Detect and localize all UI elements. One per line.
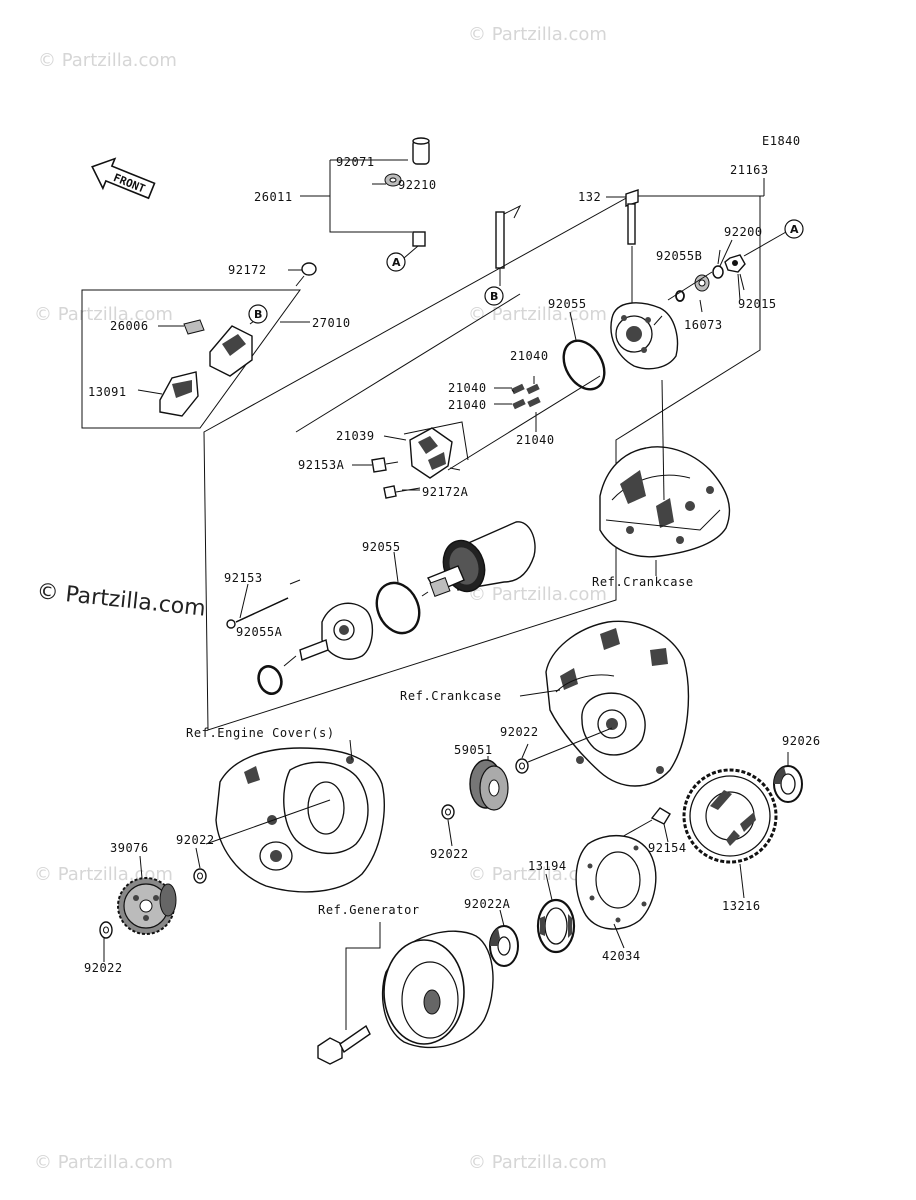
- label-92055b: 92055B: [656, 249, 702, 263]
- callout-b-cable: B: [484, 286, 504, 306]
- label-132: 132: [578, 190, 601, 204]
- ref-crankcase-top: Ref.Crankcase: [592, 575, 694, 589]
- label-92055-mid: 92055: [362, 540, 401, 554]
- label-26011: 26011: [254, 190, 293, 204]
- watermark-faint: © Partzilla.com: [468, 1152, 607, 1173]
- label-92022-a: 92022: [500, 725, 539, 739]
- label-21040-c: 21040: [448, 398, 487, 412]
- label-92172: 92172: [228, 263, 267, 277]
- label-92022-d: 92022: [84, 961, 123, 975]
- label-26006: 26006: [110, 319, 149, 333]
- watermark-faint: © Partzilla.com: [468, 584, 607, 605]
- label-92022-c: 92022: [176, 833, 215, 847]
- generator-rotor: [317, 922, 494, 1065]
- label-13194: 13194: [528, 859, 567, 873]
- crankcase-ref-mid: [519, 620, 690, 787]
- svg-text:B: B: [490, 290, 498, 303]
- label-92153a: 92153A: [298, 458, 345, 472]
- label-92015: 92015: [738, 297, 777, 311]
- lower-gear-train: [99, 727, 803, 967]
- watermark: © Partzilla.com: [35, 579, 206, 622]
- label-92022-b: 92022: [430, 847, 469, 861]
- ref-crankcase-mid: Ref.Crankcase: [400, 689, 502, 703]
- callout-a-cable: A: [386, 252, 406, 272]
- label-92022a: 92022A: [464, 897, 511, 911]
- watermark-faint: © Partzilla.com: [468, 24, 607, 45]
- label-92071: 92071: [336, 155, 375, 169]
- label-92200: 92200: [724, 225, 763, 239]
- watermark-faint: © Partzilla.com: [34, 304, 173, 325]
- label-21040-d: 21040: [516, 433, 555, 447]
- watermark-faint: © Partzilla.com: [38, 50, 177, 71]
- callout-a-cover: A: [784, 219, 804, 239]
- ref-generator: Ref.Generator: [318, 903, 420, 917]
- watermark-faint: © Partzilla.com: [468, 304, 607, 325]
- starter-cable-group: [300, 137, 522, 286]
- label-27010: 27010: [312, 316, 351, 330]
- svg-text:B: B: [254, 308, 262, 321]
- label-92210: 92210: [398, 178, 437, 192]
- label-13216: 13216: [722, 899, 761, 913]
- ref-engine-cover: Ref.Engine Cover(s): [186, 726, 335, 740]
- label-16073: 16073: [684, 318, 723, 332]
- watermark-faint: © Partzilla.com: [34, 1152, 173, 1173]
- crankcase-ref-top: [599, 379, 731, 576]
- label-92153: 92153: [224, 571, 263, 585]
- label-21163: 21163: [730, 163, 769, 177]
- svg-text:A: A: [790, 223, 799, 236]
- leader-lines: [103, 178, 789, 962]
- label-21040-b: 21040: [448, 381, 487, 395]
- starter-relay-group: [81, 262, 317, 429]
- label-21040-a: 21040: [510, 349, 549, 363]
- starter-motor-group: [203, 180, 787, 731]
- label-59051: 59051: [454, 743, 493, 757]
- watermark-layer: © Partzilla.com © Partzilla.com © Partzi…: [34, 24, 607, 1173]
- part-number-labels: 92071 92210 26011 21163 132 92200 92055B…: [84, 155, 821, 975]
- front-arrow-icon: FRONT: [91, 157, 156, 200]
- label-39076: 39076: [110, 841, 149, 855]
- label-92154: 92154: [648, 841, 687, 855]
- diagram-code: E1840: [762, 134, 801, 148]
- watermark-faint: © Partzilla.com: [468, 864, 607, 885]
- callout-b-relay: B: [248, 304, 268, 324]
- label-42034: 42034: [602, 949, 641, 963]
- label-92055a: 92055A: [236, 625, 283, 639]
- label-92055-top: 92055: [548, 297, 587, 311]
- svg-text:A: A: [392, 256, 401, 269]
- engine-cover-ref: [205, 739, 385, 893]
- label-92172a: 92172A: [422, 485, 469, 499]
- label-92026: 92026: [782, 734, 821, 748]
- label-13091: 13091: [88, 385, 127, 399]
- label-21039: 21039: [336, 429, 375, 443]
